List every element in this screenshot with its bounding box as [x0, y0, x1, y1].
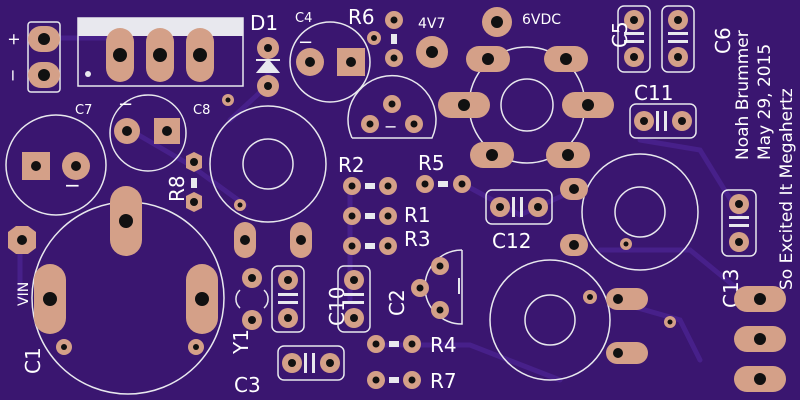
- trimmer-pot-right: [560, 153, 699, 271]
- label-vin: VIN: [16, 282, 32, 306]
- capacitor-c3: C3: [234, 345, 345, 397]
- label-r5: R5: [418, 151, 445, 175]
- label-c3: C3: [234, 373, 261, 397]
- capacitor-c11: C11: [629, 81, 697, 139]
- label-r7: R7: [430, 369, 457, 393]
- label-c5: C5: [608, 21, 632, 48]
- label-plus: +: [4, 33, 23, 46]
- label-c12: C12: [492, 229, 531, 253]
- output-connector: [734, 286, 786, 392]
- capacitor-c5: C5: [608, 5, 651, 73]
- capacitor-c4: C4 −: [289, 11, 371, 103]
- resistor-r6: R6: [348, 5, 403, 67]
- trimmer-pot-bottom: [489, 259, 676, 381]
- regulator-header: [77, 17, 244, 87]
- label-c8-minus: −: [118, 94, 133, 115]
- credits-block: Noah Brummer May 29, 2015 So Excited It …: [733, 30, 797, 290]
- label-c11: C11: [634, 81, 673, 105]
- power-connector: + −: [3, 21, 61, 93]
- label-r6: R6: [348, 5, 375, 29]
- capacitor-c7: C7 −: [5, 103, 107, 216]
- label-c2: C2: [385, 289, 409, 316]
- trimmer-pot-left: [209, 105, 327, 223]
- diode-d1: D1: [250, 11, 281, 97]
- label-q-minus: −: [384, 117, 397, 136]
- resistor-r1: R1: [343, 203, 431, 227]
- label-c1: C1: [21, 347, 45, 374]
- vin-pad: VIN: [8, 226, 36, 306]
- transistor-upper: −: [347, 74, 437, 139]
- label-c8: C8: [193, 103, 210, 118]
- resistor-r4: R4: [367, 333, 457, 357]
- zener-4v7: 4V7: [416, 16, 448, 68]
- resistor-r2: R2: [338, 153, 397, 195]
- capacitor-c2: C2: [337, 265, 409, 333]
- capacitor-c1: C1: [21, 186, 225, 395]
- resistor-r8: R8: [165, 152, 202, 212]
- label-6vdc: 6VDC: [522, 12, 561, 28]
- label-c4-minus: −: [298, 32, 313, 53]
- capacitor-c6: C6: [661, 5, 735, 73]
- label-r2: R2: [338, 153, 365, 177]
- crystal-y1: Y1: [229, 222, 312, 355]
- label-4v7: 4V7: [418, 16, 445, 32]
- label-r4: R4: [430, 333, 457, 357]
- label-d1: D1: [250, 11, 278, 35]
- label-r1: R1: [404, 203, 431, 227]
- label-y1: Y1: [229, 329, 253, 355]
- capacitor-c8: − C8: [109, 94, 234, 172]
- dc-jack-6vdc: 6VDC: [438, 7, 614, 168]
- resistor-r5: R5: [416, 151, 471, 193]
- label-c7-minus: −: [64, 173, 81, 197]
- label-c7: C7: [75, 103, 92, 118]
- credit-date: May 29, 2015: [755, 44, 775, 160]
- capacitor-c13: C13: [719, 189, 757, 308]
- transistor-lower: [411, 249, 463, 325]
- label-c4: C4: [295, 11, 312, 26]
- capacitor-c12: C12: [485, 189, 553, 253]
- resistor-r3: R3: [343, 227, 431, 255]
- credit-tagline: So Excited It Megahertz: [777, 88, 797, 290]
- credit-author: Noah Brummer: [733, 30, 753, 160]
- label-c6: C6: [711, 27, 735, 54]
- label-r8: R8: [165, 175, 189, 202]
- label-minus: −: [3, 69, 22, 82]
- label-r3: R3: [404, 227, 431, 251]
- resistor-r7: R7: [367, 369, 457, 393]
